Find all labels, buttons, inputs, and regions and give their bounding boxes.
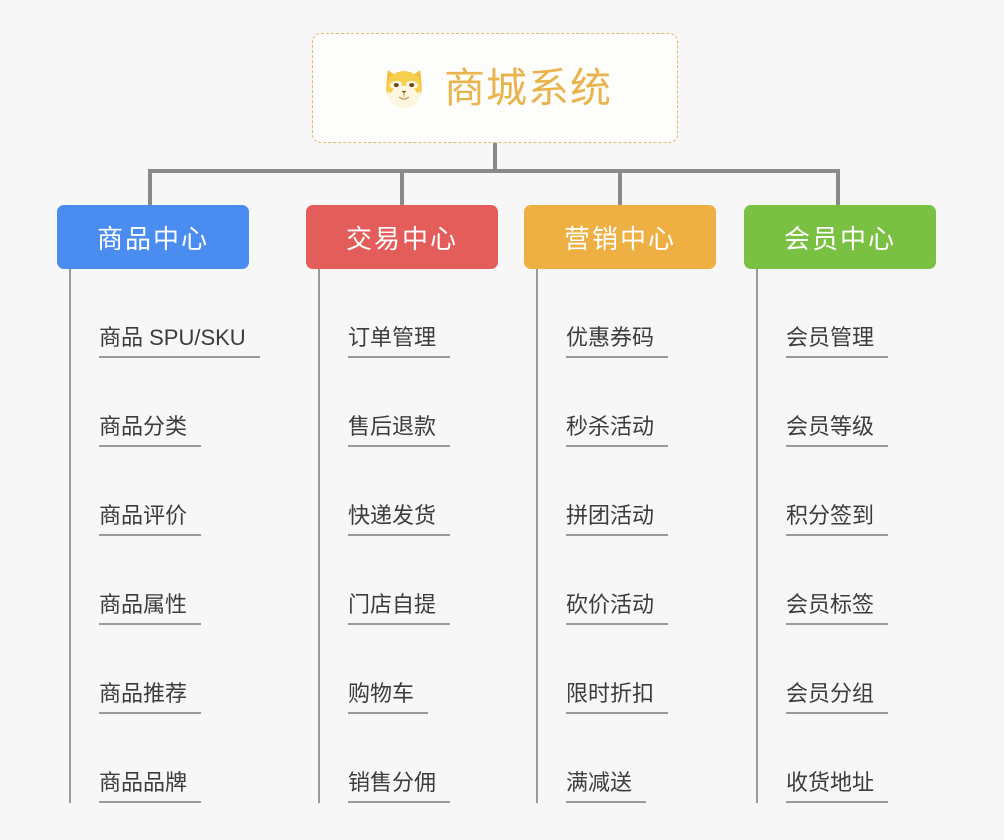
leaf-label: 积分签到: [786, 503, 889, 536]
branch-spine-2: 订单管理 售后退款 快递发货 门店自提 购物车 销售分佣: [318, 269, 498, 803]
leaf-item[interactable]: 秒杀活动: [538, 358, 716, 447]
leaf-item[interactable]: 收货地址: [758, 714, 936, 803]
leaf-label: 收货地址: [786, 770, 889, 803]
leaf-label: 秒杀活动: [566, 414, 669, 447]
leaf-item[interactable]: 商品评价: [71, 447, 249, 536]
leaf-item[interactable]: 限时折扣: [538, 625, 716, 714]
leaf-label: 满减送: [566, 770, 647, 803]
leaf-label: 商品品牌: [99, 770, 202, 803]
leaf-item[interactable]: 商品分类: [71, 358, 249, 447]
leaf-item[interactable]: 商品属性: [71, 536, 249, 625]
leaf-item[interactable]: 快递发货: [320, 447, 498, 536]
root-node[interactable]: 商城系统: [312, 33, 678, 143]
leaf-item[interactable]: 商品 SPU/SKU: [71, 269, 260, 358]
leaf-label: 会员标签: [786, 592, 889, 625]
leaf-label: 限时折扣: [566, 681, 669, 714]
branch-header-label-4: 会员中心: [783, 223, 896, 254]
leaf-item[interactable]: 会员管理: [758, 269, 936, 358]
leaf-item[interactable]: 会员标签: [758, 536, 936, 625]
leaf-label: 会员等级: [786, 414, 889, 447]
leaf-item[interactable]: 优惠券码: [538, 269, 716, 358]
branch-column-2: 交易中心 订单管理 售后退款 快递发货 门店自提 购物车 销售分佣: [306, 205, 498, 803]
connector-drop-1: [148, 169, 152, 205]
branch-spine-1: 商品 SPU/SKU 商品分类 商品评价 商品属性 商品推荐 商品品牌: [69, 269, 260, 803]
leaf-item[interactable]: 满减送: [538, 714, 716, 803]
branch-header-label-1: 商品中心: [96, 223, 209, 254]
leaf-label: 商品 SPU/SKU: [99, 325, 260, 358]
branch-header-label-2: 交易中心: [345, 223, 458, 254]
leaf-label: 购物车: [348, 681, 429, 714]
leaf-label: 砍价活动: [566, 592, 669, 625]
leaf-label: 销售分佣: [348, 770, 451, 803]
leaf-label: 快递发货: [348, 503, 451, 536]
connector-drop-3: [618, 169, 622, 205]
branch-spine-4: 会员管理 会员等级 积分签到 会员标签 会员分组 收货地址: [756, 269, 936, 803]
branch-header-label-3: 营销中心: [563, 223, 676, 254]
leaf-item[interactable]: 销售分佣: [320, 714, 498, 803]
branch-column-1: 商品中心 商品 SPU/SKU 商品分类 商品评价 商品属性 商品推荐 商品品牌: [57, 205, 260, 803]
leaf-item[interactable]: 订单管理: [320, 269, 498, 358]
leaf-label: 优惠券码: [566, 325, 669, 358]
leaf-item[interactable]: 拼团活动: [538, 447, 716, 536]
branch-header-3[interactable]: 营销中心: [524, 205, 716, 269]
connector-drop-2: [400, 169, 404, 205]
branch-header-1[interactable]: 商品中心: [57, 205, 249, 269]
leaf-label: 商品评价: [99, 503, 202, 536]
root-title: 商城系统: [444, 64, 612, 111]
leaf-item[interactable]: 商品推荐: [71, 625, 249, 714]
leaf-item[interactable]: 会员分组: [758, 625, 936, 714]
branch-spine-3: 优惠券码 秒杀活动 拼团活动 砍价活动 限时折扣 满减送: [536, 269, 716, 803]
leaf-label: 商品分类: [99, 414, 202, 447]
connector-horizontal-bar: [148, 169, 840, 173]
leaf-label: 订单管理: [348, 325, 451, 358]
leaf-label: 会员管理: [786, 325, 889, 358]
leaf-label: 售后退款: [348, 414, 451, 447]
branch-header-2[interactable]: 交易中心: [306, 205, 498, 269]
leaf-label: 拼团活动: [566, 503, 669, 536]
connector-drop-4: [836, 169, 840, 205]
branch-column-4: 会员中心 会员管理 会员等级 积分签到 会员标签 会员分组 收货地址: [744, 205, 936, 803]
branch-header-4[interactable]: 会员中心: [744, 205, 936, 269]
connector-root-stem: [493, 143, 497, 171]
leaf-label: 商品属性: [99, 592, 202, 625]
shiba-dog-face-icon: [378, 62, 430, 114]
leaf-item[interactable]: 商品品牌: [71, 714, 249, 803]
leaf-label: 会员分组: [786, 681, 889, 714]
branch-column-3: 营销中心 优惠券码 秒杀活动 拼团活动 砍价活动 限时折扣 满减送: [524, 205, 716, 803]
leaf-item[interactable]: 购物车: [320, 625, 498, 714]
leaf-item[interactable]: 门店自提: [320, 536, 498, 625]
leaf-item[interactable]: 积分签到: [758, 447, 936, 536]
leaf-item[interactable]: 会员等级: [758, 358, 936, 447]
leaf-label: 门店自提: [348, 592, 451, 625]
leaf-label: 商品推荐: [99, 681, 202, 714]
leaf-item[interactable]: 售后退款: [320, 358, 498, 447]
leaf-item[interactable]: 砍价活动: [538, 536, 716, 625]
